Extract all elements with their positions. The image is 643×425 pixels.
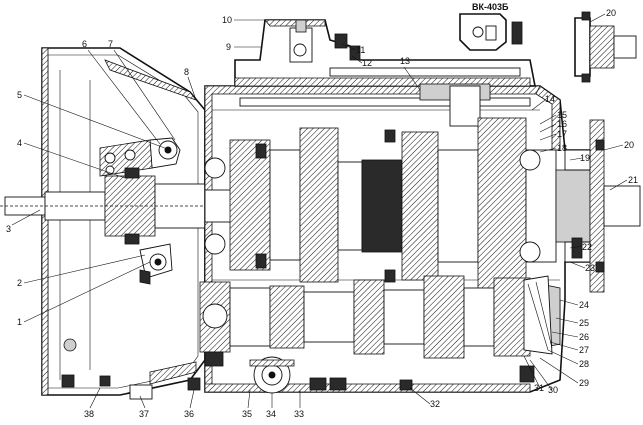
callout-30: 30: [548, 385, 558, 395]
callout-labels: 1 2 3 4 5 6 7 8 9 10 11 12 13 14 15 16 1…: [6, 2, 638, 419]
callout-32: 32: [430, 399, 440, 409]
callout-25: 25: [579, 318, 589, 328]
callout-35: 35: [242, 409, 252, 419]
callout-36: 36: [184, 409, 194, 419]
callout-24: 24: [579, 300, 589, 310]
input-shaft: [0, 167, 600, 245]
callout-14: 14: [545, 94, 555, 104]
callout-37: 37: [139, 409, 149, 419]
callout-10: 10: [222, 15, 232, 25]
callout-26: 26: [579, 332, 589, 342]
callout-29: 29: [579, 378, 589, 388]
callout-18: 18: [557, 143, 567, 153]
callout-28: 28: [579, 359, 589, 369]
countershaft: [199, 275, 561, 367]
callout-3: 3: [6, 224, 11, 234]
callout-2: 2: [17, 278, 22, 288]
main-shaft-gears: [204, 117, 596, 295]
callout-27: 27: [579, 345, 589, 355]
callout-38: 38: [84, 409, 94, 419]
callout-1: 1: [17, 317, 22, 327]
callout-8: 8: [184, 67, 189, 77]
callout-6: 6: [82, 39, 87, 49]
callout-9: 9: [226, 42, 231, 52]
callout-12: 12: [362, 58, 372, 68]
callout-20-inset: 20: [606, 8, 616, 18]
inset-detail-vk403b: [459, 13, 523, 51]
callout-21: 21: [628, 175, 638, 185]
output-flange: [564, 119, 641, 293]
callout-19: 19: [580, 153, 590, 163]
callout-31: 31: [534, 383, 544, 393]
inset-detail-flange: [574, 11, 637, 83]
callout-13: 13: [400, 56, 410, 66]
callout-15: 15: [557, 110, 567, 120]
callout-5: 5: [17, 90, 22, 100]
callout-23: 23: [585, 263, 595, 273]
callout-7: 7: [108, 39, 113, 49]
leader-lines: [11, 13, 628, 409]
callout-33: 33: [294, 409, 304, 419]
callout-22: 22: [582, 242, 592, 252]
callout-20: 20: [624, 140, 634, 150]
callout-17: 17: [557, 129, 567, 139]
shift-cover: [234, 19, 536, 127]
release-fork: [99, 137, 181, 285]
callout-34: 34: [266, 409, 276, 419]
callout-4: 4: [17, 138, 22, 148]
callout-16: 16: [557, 119, 567, 129]
callout-11: 11: [356, 45, 365, 55]
inset-label: ВК-403Б: [472, 2, 509, 12]
